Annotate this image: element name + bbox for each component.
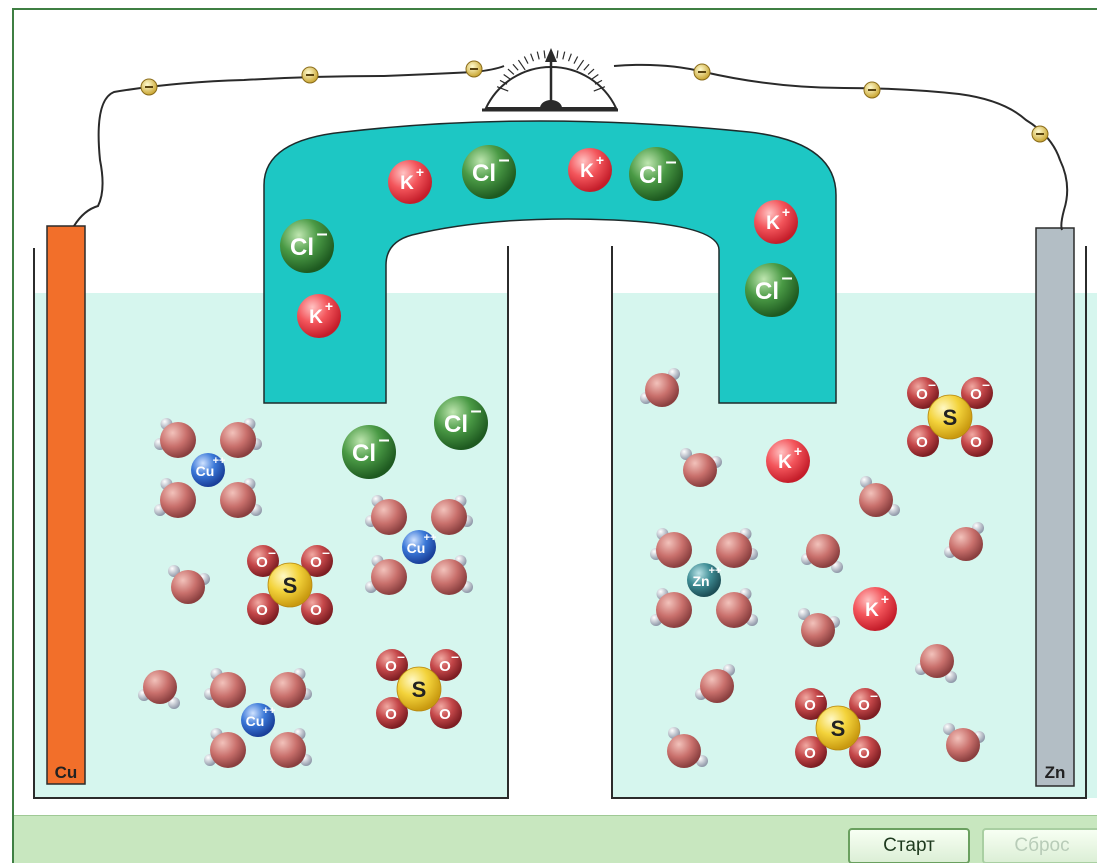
chloride-ion-label: Cl (352, 440, 376, 467)
potassium-ion: K+ (754, 200, 798, 244)
reset-button[interactable]: Сброс (982, 828, 1097, 863)
zinc-ion-charge: ++ (709, 565, 722, 577)
oxygen-charge: – (451, 648, 459, 664)
potassium-ion-label: K (309, 307, 323, 328)
sulfur-atom-label: S (283, 573, 298, 598)
chloride-ion-charge: – (316, 223, 327, 245)
oxygen-atom-label: O (385, 706, 397, 723)
chloride-ion: Cl– (434, 396, 488, 450)
oxygen-atom-label: O (970, 386, 982, 403)
electron (466, 61, 482, 77)
galvanometer-icon (482, 48, 618, 110)
chloride-ion: Cl– (745, 263, 799, 317)
sulfur-atom-label: S (412, 677, 427, 702)
oxygen-charge: – (928, 376, 936, 392)
chloride-ion-charge: – (378, 429, 389, 451)
oxygen-atom-label: O (970, 434, 982, 451)
chloride-ion-label: Cl (755, 278, 779, 305)
potassium-ion-label: K (580, 161, 594, 182)
oxygen-atom-label: O (858, 745, 870, 762)
potassium-ion-charge: + (596, 152, 604, 168)
zinc-electrode-label: Zn (1045, 763, 1066, 782)
electron (694, 64, 710, 80)
sulfur-atom-label: S (943, 405, 958, 430)
oxygen-atom-label: O (804, 745, 816, 762)
chloride-ion-charge: – (498, 149, 509, 171)
chloride-ion-label: Cl (444, 411, 468, 438)
potassium-ion-label: K (400, 173, 414, 194)
copper-ion-label: Cu (196, 463, 215, 479)
electron (1032, 126, 1048, 142)
chloride-ion-label: Cl (639, 162, 663, 189)
potassium-ion-charge: + (416, 164, 424, 180)
chloride-ion-charge: – (470, 400, 481, 422)
oxygen-atom-label: O (385, 658, 397, 675)
oxygen-charge: – (268, 544, 276, 560)
oxygen-atom-label: O (256, 554, 268, 571)
potassium-ion: K+ (766, 439, 810, 483)
oxygen-atom-label: O (916, 386, 928, 403)
oxygen-charge: – (870, 687, 878, 703)
potassium-ion: K+ (388, 160, 432, 204)
copper-ion-label: Cu (246, 713, 265, 729)
sulfur-atom-label: S (831, 716, 846, 741)
oxygen-charge: – (397, 648, 405, 664)
zinc-electrode (1036, 228, 1074, 786)
oxygen-atom-label: O (256, 602, 268, 619)
copper-ion-charge: ++ (213, 455, 226, 467)
copper-electrode-label: Cu (55, 763, 78, 782)
potassium-ion: K+ (568, 148, 612, 192)
potassium-ion-label: K (766, 213, 780, 234)
start-button[interactable]: Старт (848, 828, 970, 863)
electron (141, 79, 157, 95)
oxygen-atom-label: O (916, 434, 928, 451)
oxygen-atom-label: O (439, 658, 451, 675)
copper-ion-charge: ++ (263, 705, 276, 717)
potassium-ion-charge: + (881, 591, 889, 607)
copper-electrode (47, 226, 85, 784)
salt-bridge (264, 121, 836, 403)
oxygen-atom-label: O (439, 706, 451, 723)
copper-ion-charge: ++ (424, 532, 437, 544)
control-bar: Старт Сброс (14, 815, 1097, 863)
oxygen-atom-label: O (858, 697, 870, 714)
chloride-ion-charge: – (781, 267, 792, 289)
oxygen-atom-label: O (310, 602, 322, 619)
chloride-ion: Cl– (629, 147, 683, 201)
chloride-ion: Cl– (342, 425, 396, 479)
potassium-ion-label: K (865, 600, 879, 621)
oxygen-atom-label: O (310, 554, 322, 571)
copper-ion-label: Cu (407, 540, 426, 556)
potassium-ion-label: K (778, 452, 792, 473)
oxygen-atom-label: O (804, 697, 816, 714)
chloride-ion-label: Cl (290, 234, 314, 261)
chloride-ion-label: Cl (472, 160, 496, 187)
electron (864, 82, 880, 98)
potassium-ion-charge: + (782, 204, 790, 220)
potassium-ion-charge: + (794, 443, 802, 459)
potassium-ion: K+ (297, 294, 341, 338)
potassium-ion-charge: + (325, 298, 333, 314)
oxygen-charge: – (322, 544, 330, 560)
oxygen-charge: – (816, 687, 824, 703)
chloride-ion-charge: – (665, 151, 676, 173)
zinc-ion-label: Zn (692, 573, 709, 589)
potassium-ion: K+ (853, 587, 897, 631)
oxygen-charge: – (982, 376, 990, 392)
electron (302, 67, 318, 83)
chloride-ion: Cl– (462, 145, 516, 199)
chloride-ion: Cl– (280, 219, 334, 273)
